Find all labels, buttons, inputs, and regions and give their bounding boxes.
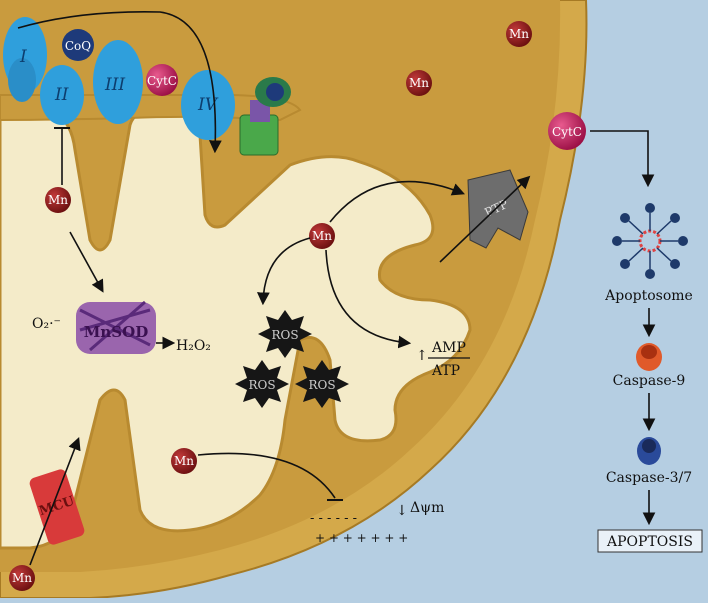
cytc-membrane-label: CytC xyxy=(147,74,177,88)
atp-label: ATP xyxy=(431,363,460,379)
apoptosome-label: Apoptosome xyxy=(604,288,693,304)
mn-ion-icon: Mn xyxy=(45,187,71,213)
mn-label-3: Mn xyxy=(48,193,68,207)
arrow-mn-to-amp xyxy=(325,249,412,349)
mn-label-1: Mn xyxy=(509,27,529,41)
arrow-through-ptp xyxy=(439,175,531,263)
complex-iii-label: III xyxy=(104,75,125,95)
mnsod-protein-icon: MnSOD xyxy=(76,300,156,354)
mn-ion-icon: Mn xyxy=(9,565,35,591)
complex-iv: IV xyxy=(181,70,235,140)
delta-psi-label: Δψm xyxy=(410,500,444,516)
coq-label: CoQ xyxy=(65,39,91,53)
cytc-cytosol-label: CytC xyxy=(552,125,582,139)
apoptosis-label: APOPTOSIS xyxy=(606,534,693,550)
mitochondrion xyxy=(0,0,588,599)
inhibition-mn-delta-psi xyxy=(197,452,336,499)
arrow-mn-to-ptp xyxy=(329,180,465,223)
mn-ion-icon: Mn xyxy=(406,70,432,96)
arrow-cytc-to-apoptosome xyxy=(590,130,655,188)
complex-ii-label: II xyxy=(54,85,69,105)
mn-ion-icon: Mn xyxy=(309,223,335,249)
mn-label-2: Mn xyxy=(409,76,429,90)
complex-i: I xyxy=(3,17,47,102)
mnsod-label: MnSOD xyxy=(84,323,148,341)
o2-radical-label: O₂·⁻ xyxy=(32,316,61,332)
ros-label-2: ROS xyxy=(248,378,275,392)
h2o2-label: H₂O₂ xyxy=(176,338,211,354)
mcu-channel-icon: MCU xyxy=(29,469,85,545)
amp-atp-up-arrow: ↑ xyxy=(416,348,428,364)
mn-label-6: Mn xyxy=(12,571,32,585)
atp-synthase-icon xyxy=(239,77,291,156)
complex-i-label: I xyxy=(19,47,27,67)
mn-ion-icon: Mn xyxy=(171,448,197,474)
complex-iv-label: IV xyxy=(197,95,219,115)
delta-psi-down-arrow: ↓ xyxy=(396,503,408,519)
ros-label-1: ROS xyxy=(271,328,298,342)
ros-label-3: ROS xyxy=(308,378,335,392)
caspase-icon xyxy=(637,437,661,465)
caspase-icon xyxy=(636,343,662,371)
cytochrome-c-icon: CytC xyxy=(548,112,586,150)
complex-ii: II xyxy=(40,65,84,125)
ros-starburst-icon: ROS xyxy=(295,360,349,408)
arrow-mn-to-ros xyxy=(256,237,311,306)
cytochrome-c-icon: CytC xyxy=(146,64,178,96)
inhibition-mn-complex-ii xyxy=(54,127,70,185)
apoptosis-box: APOPTOSIS xyxy=(597,529,703,553)
ros-starburst-icon: ROS xyxy=(235,360,289,408)
plus-charges: + + + + + + + xyxy=(315,531,408,545)
caspase37-label: Caspase-3/7 xyxy=(606,470,692,486)
electron-flow-arrow xyxy=(17,11,222,154)
apoptosome-icon xyxy=(612,203,688,279)
amp-label: AMP xyxy=(431,340,466,356)
ros-starburst-icon: ROS xyxy=(258,310,312,358)
arrow-mn-through-mcu xyxy=(29,437,81,566)
coenzyme-q-icon: CoQ xyxy=(62,29,94,61)
mn-label-4: Mn xyxy=(312,229,332,243)
mn-ion-icon: Mn xyxy=(506,21,532,47)
mn-label-5: Mn xyxy=(174,454,194,468)
complex-iii: III xyxy=(93,40,143,124)
minus-charges: - - - - - - xyxy=(310,511,357,526)
arrow-mn-to-mnsod xyxy=(69,231,104,293)
caspase9-label: Caspase-9 xyxy=(613,373,686,389)
